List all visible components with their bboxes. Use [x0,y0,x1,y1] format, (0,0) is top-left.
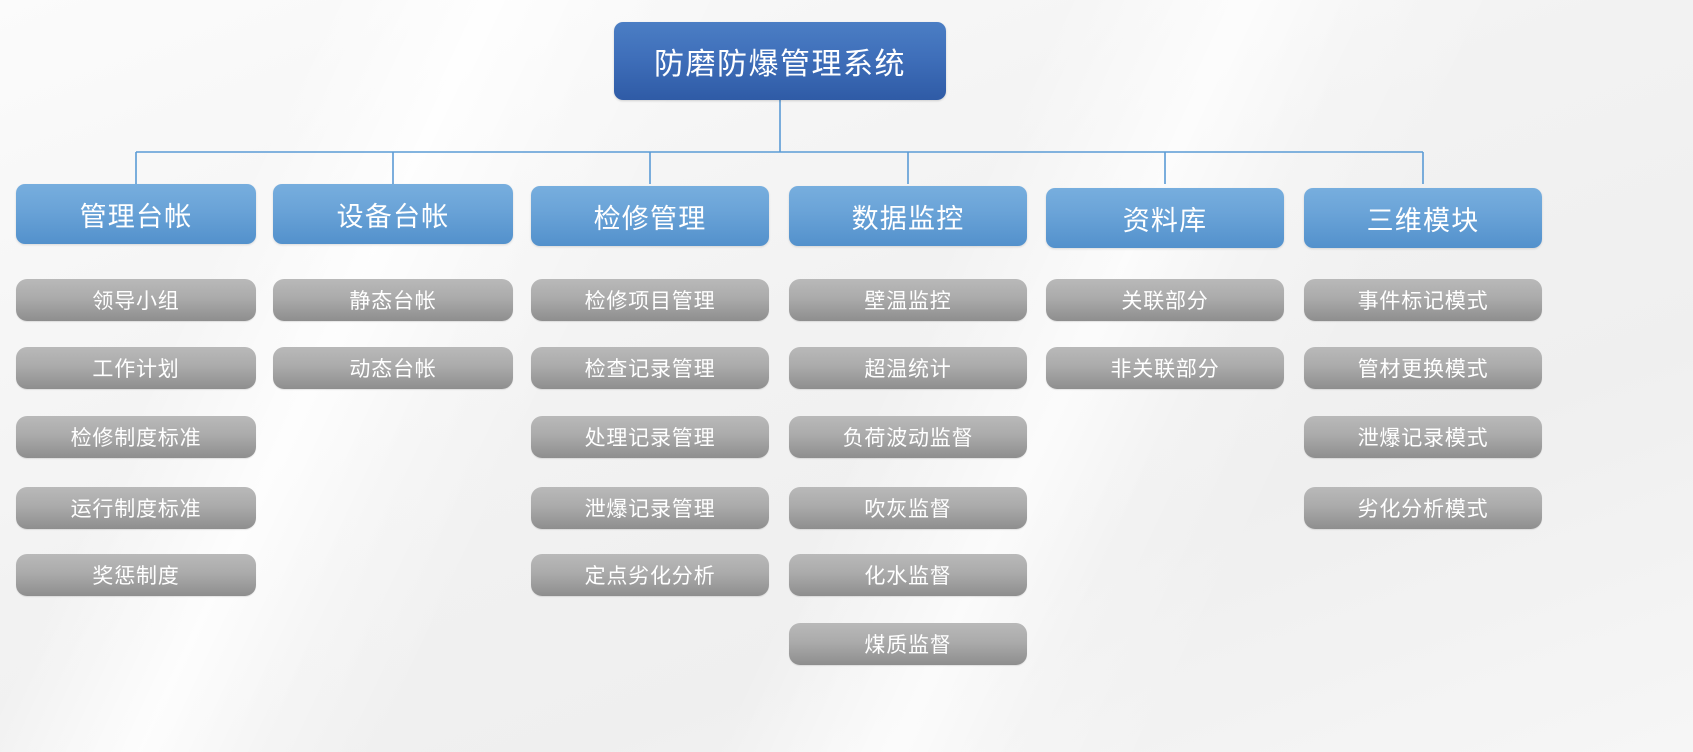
leaf-node-3-4-label: 泄爆记录管理 [584,498,716,521]
leaf-node-1-4[interactable]: 运行制度标准 [16,487,256,529]
leaf-node-4-4-label: 吹灰监督 [864,498,952,521]
leaf-node-6-4-label: 劣化分析模式 [1357,498,1489,521]
category-node-6-label: 三维模块 [1366,205,1480,236]
root-node[interactable]: 防磨防爆管理系统 [614,22,946,100]
leaf-node-5-1-label: 关联部分 [1121,290,1209,313]
leaf-node-3-3-label: 处理记录管理 [584,427,716,450]
leaf-node-1-1[interactable]: 领导小组 [16,279,256,321]
category-node-4[interactable]: 数据监控 [789,186,1027,246]
leaf-node-3-2[interactable]: 检查记录管理 [531,347,769,389]
leaf-node-4-4[interactable]: 吹灰监督 [789,487,1027,529]
leaf-node-3-4[interactable]: 泄爆记录管理 [531,487,769,529]
category-node-2[interactable]: 设备台帐 [273,184,513,244]
leaf-node-5-2[interactable]: 非关联部分 [1046,347,1284,389]
leaf-node-4-6-label: 煤质监督 [864,634,952,657]
leaf-node-2-2[interactable]: 动态台帐 [273,347,513,389]
category-node-2-label: 设备台帐 [336,201,450,232]
leaf-node-1-2-label: 工作计划 [92,358,180,381]
category-node-1-label: 管理台帐 [79,201,193,232]
leaf-node-2-1[interactable]: 静态台帐 [273,279,513,321]
leaf-node-1-4-label: 运行制度标准 [70,498,202,521]
leaf-node-4-3-label: 负荷波动监督 [842,427,974,450]
category-node-3[interactable]: 检修管理 [531,186,769,246]
leaf-node-1-5[interactable]: 奖惩制度 [16,554,256,596]
leaf-node-1-3[interactable]: 检修制度标准 [16,416,256,458]
category-node-1[interactable]: 管理台帐 [16,184,256,244]
leaf-node-3-1-label: 检修项目管理 [584,290,716,313]
category-node-6[interactable]: 三维模块 [1304,188,1542,248]
leaf-node-2-1-label: 静态台帐 [349,290,437,313]
category-node-5-label: 资料库 [1122,205,1208,236]
leaf-node-3-1[interactable]: 检修项目管理 [531,279,769,321]
leaf-node-4-3[interactable]: 负荷波动监督 [789,416,1027,458]
leaf-node-4-1[interactable]: 壁温监控 [789,279,1027,321]
category-node-4-label: 数据监控 [851,203,965,234]
leaf-node-4-6[interactable]: 煤质监督 [789,623,1027,665]
leaf-node-5-1[interactable]: 关联部分 [1046,279,1284,321]
leaf-node-4-1-label: 壁温监控 [864,290,952,313]
leaf-node-4-2-label: 超温统计 [864,358,952,381]
leaf-node-4-5[interactable]: 化水监督 [789,554,1027,596]
category-node-5[interactable]: 资料库 [1046,188,1284,248]
leaf-node-3-3[interactable]: 处理记录管理 [531,416,769,458]
leaf-node-6-3[interactable]: 泄爆记录模式 [1304,416,1542,458]
leaf-node-6-1-label: 事件标记模式 [1357,290,1489,313]
category-node-3-label: 检修管理 [593,203,707,234]
leaf-node-1-2[interactable]: 工作计划 [16,347,256,389]
leaf-node-3-2-label: 检查记录管理 [584,358,716,381]
leaf-node-4-5-label: 化水监督 [864,565,952,588]
leaf-node-5-2-label: 非关联部分 [1110,358,1220,381]
leaf-node-3-5-label: 定点劣化分析 [584,565,716,588]
leaf-node-6-1[interactable]: 事件标记模式 [1304,279,1542,321]
leaf-node-4-2[interactable]: 超温统计 [789,347,1027,389]
leaf-node-1-3-label: 检修制度标准 [70,427,202,450]
leaf-node-6-2-label: 管材更换模式 [1357,358,1489,381]
leaf-node-1-5-label: 奖惩制度 [92,565,180,588]
root-node-label: 防磨防爆管理系统 [654,48,906,81]
leaf-node-1-1-label: 领导小组 [92,290,180,313]
leaf-node-6-4[interactable]: 劣化分析模式 [1304,487,1542,529]
leaf-node-3-5[interactable]: 定点劣化分析 [531,554,769,596]
leaf-node-6-2[interactable]: 管材更换模式 [1304,347,1542,389]
leaf-node-2-2-label: 动态台帐 [349,358,437,381]
leaf-node-6-3-label: 泄爆记录模式 [1357,427,1489,450]
